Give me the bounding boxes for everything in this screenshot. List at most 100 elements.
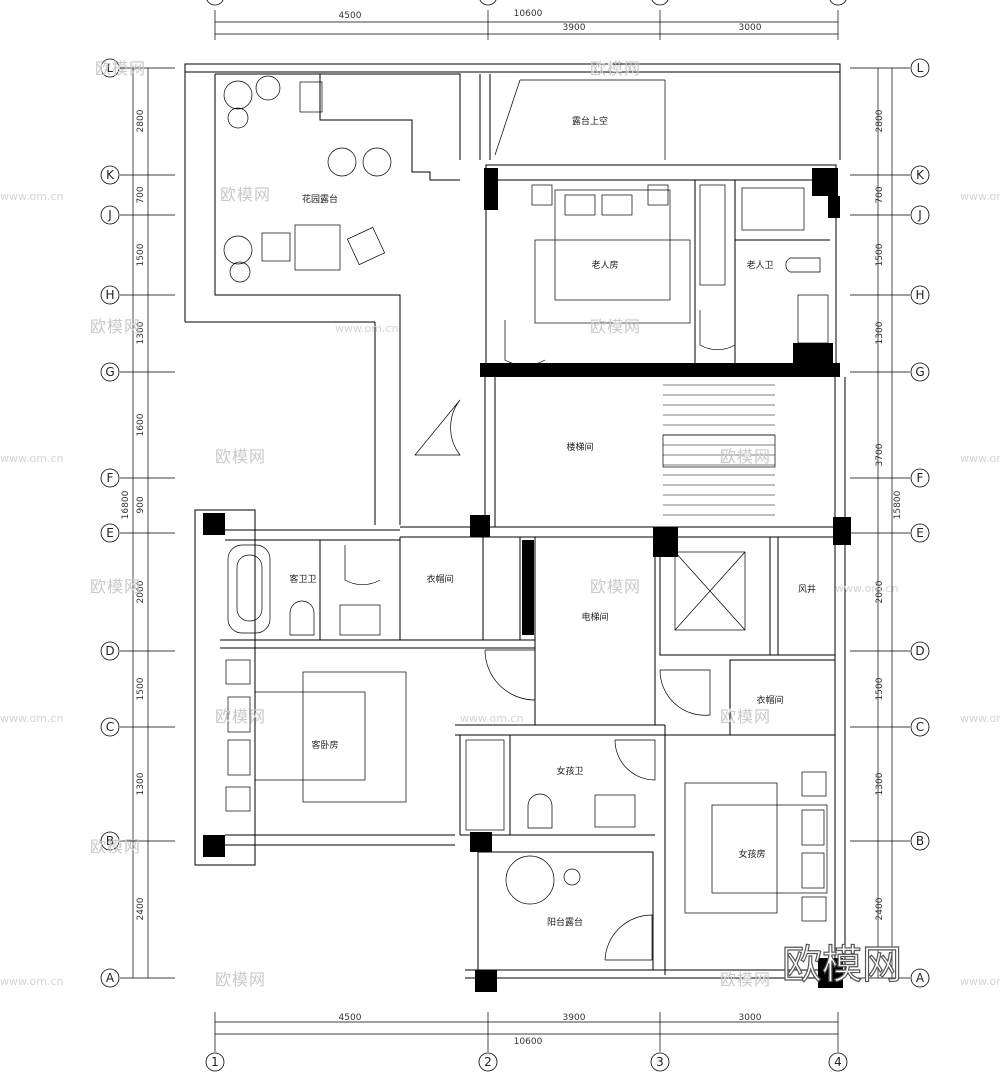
watermark-logo: 欧模网 [590, 59, 641, 78]
column-axis-label: 4 [834, 0, 842, 3]
axis-bubble [910, 641, 930, 661]
column-axis-label: 3 [656, 1055, 664, 1069]
dim-top-total: 10600 [514, 9, 543, 19]
sink-icon [797, 294, 829, 344]
dim-bottom-3: 3000 [739, 1013, 762, 1023]
watermark-url: www.om.cn [335, 322, 398, 335]
axis-bubble [910, 362, 930, 382]
row-axis-label: D [915, 644, 924, 658]
watermark-logo: 欧模网 [590, 577, 641, 596]
dim-bottom-2: 3900 [563, 1013, 586, 1023]
dim-right: 2800 [875, 109, 885, 132]
row-axis-label: G [915, 365, 924, 379]
label-elevator-hall: 电梯间 [581, 611, 608, 623]
chair-icon [261, 232, 291, 262]
axis-bubble [100, 717, 120, 737]
table-icon [327, 147, 357, 177]
dim-right: 2000 [875, 580, 885, 603]
plant-icon [223, 75, 281, 283]
corner-watermark-logo: 欧模网 [782, 942, 902, 988]
doors [344, 310, 736, 961]
shower-icon [465, 739, 505, 831]
row-axis-label: J [107, 208, 112, 222]
row-axis-label: G [105, 365, 114, 379]
room-labels: 露台上空 花园露台 老人房 老人卫 楼梯间 客卫卫 衣帽间 电梯间 风井 客卧房… [289, 115, 816, 928]
axis-bubble [910, 165, 930, 185]
label-shaft: 风井 [798, 583, 816, 595]
axis-bubble [910, 468, 930, 488]
table-icon [362, 147, 392, 177]
sink-icon [339, 604, 381, 636]
label-storage-left: 衣帽间 [426, 573, 453, 585]
furniture [223, 75, 829, 922]
column-axis-label: 4 [834, 1055, 842, 1069]
row-axis-label: K [916, 168, 925, 182]
axis-bubble [910, 717, 930, 737]
watermark-url: www.om.cn [0, 712, 63, 725]
row-axis-label: E [106, 526, 114, 540]
row-axis-label: L [107, 61, 114, 75]
watermark-url: www.om.cn [960, 190, 1000, 203]
dim-left: 2400 [136, 897, 146, 920]
dim-right: 2400 [875, 897, 885, 920]
label-guest-room: 客卧房 [311, 739, 338, 751]
dim-right: 1500 [875, 243, 885, 266]
toilet-icon [527, 793, 553, 829]
row-axis-label: B [106, 834, 114, 848]
axis-bubble [910, 285, 930, 305]
column-axis-group: 11223344 [205, 0, 848, 1072]
label-elder-bath: 老人卫 [746, 259, 773, 271]
axis-bubble [100, 58, 120, 78]
dim-right: 1300 [875, 772, 885, 795]
axis-bubble [828, 1052, 848, 1072]
dim-right-total: 15800 [893, 490, 903, 519]
dim-left: 1300 [136, 321, 146, 344]
axis-bubble [829, 0, 847, 6]
wardrobe-icon [699, 184, 726, 286]
watermark-url: www.om.cn [0, 975, 63, 988]
axis-bubble [910, 205, 930, 225]
dim-left: 1600 [136, 413, 146, 436]
dimension-lines [132, 10, 893, 1045]
table-icon [505, 855, 555, 905]
watermark-logo: 欧模网 [215, 970, 266, 989]
chair-icon [563, 868, 581, 886]
dim-top-1: 4500 [339, 11, 362, 21]
row-axis-label: A [916, 971, 925, 985]
watermark-logo: 欧模网 [90, 317, 141, 336]
axis-bubble [100, 641, 120, 661]
axis-bubble [910, 58, 930, 78]
staircase [662, 384, 776, 516]
axis-bubble [100, 285, 120, 305]
watermark-logo: 欧模网 [720, 707, 771, 726]
row-axis-label: C [106, 720, 114, 734]
dim-left: 1300 [136, 772, 146, 795]
watermark-logo: 欧模网 [215, 707, 266, 726]
watermark-logo: 欧模网 [720, 970, 771, 989]
column-axis-label: 1 [211, 1055, 219, 1069]
dim-left: 2800 [136, 109, 146, 132]
dim-top-3: 3000 [739, 23, 762, 33]
label-girl-bath: 女孩卫 [556, 765, 583, 777]
watermark-url: www.om.cn [960, 975, 1000, 988]
row-axis-label: F [917, 471, 924, 485]
dim-left: 1500 [136, 677, 146, 700]
dim-left-total: 16800 [121, 490, 131, 519]
watermark-logo: 欧模网 [220, 185, 271, 204]
axis-bubble [100, 831, 120, 851]
dim-bottom-total: 10600 [514, 1037, 543, 1047]
axis-bubble [651, 0, 669, 6]
dim-left: 2000 [136, 580, 146, 603]
row-axis-label: B [916, 834, 924, 848]
dim-right: 1500 [875, 677, 885, 700]
chair-icon [346, 226, 386, 266]
watermark-url: www.om.cn [0, 452, 63, 465]
column-axis-label: 2 [484, 0, 492, 3]
axis-bubble [910, 831, 930, 851]
bed-icon [225, 659, 407, 812]
axis-bubble [100, 968, 120, 988]
dim-bottom-1: 4500 [339, 1013, 362, 1023]
